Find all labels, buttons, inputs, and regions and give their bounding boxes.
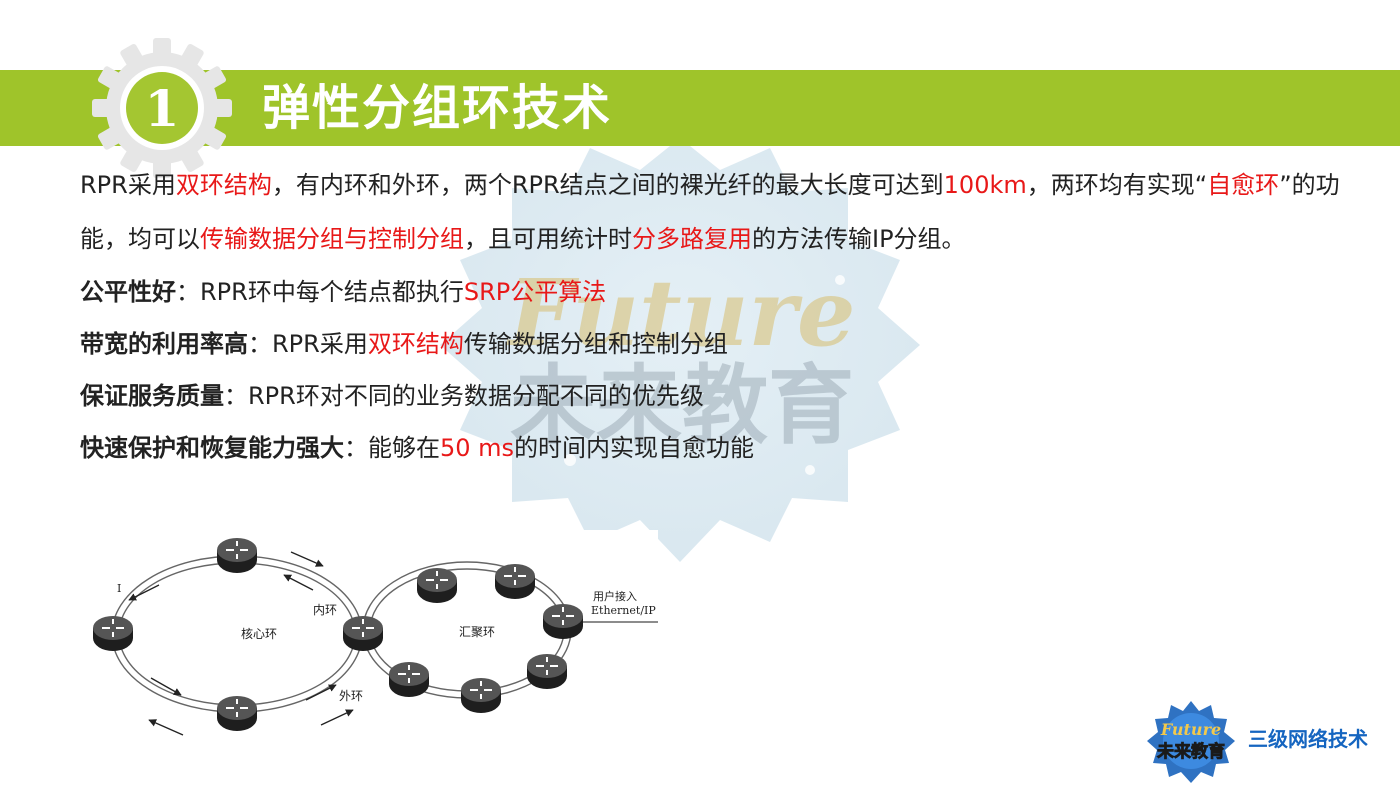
feature-text: RPR环对不同的业务数据分配不同的优先级 [248,382,704,410]
gear-icon: 1 [92,38,232,178]
core-ring-label: 核心环 [241,627,277,641]
arrow-icon [320,709,354,726]
feature-text-post: 传输数据分组和控制分组 [463,330,728,358]
feature-sep: ： [224,382,248,410]
router-icon [388,661,430,698]
watermark-line1: Future [506,259,856,367]
router-icon [526,653,568,690]
content-area: RPR采用双环结构，有内环和外环，两个RPR结点之间的裸光纤的最大长度可达到10… [80,158,1350,474]
feature-recovery: 快速保护和恢复能力强大：能够在50 ms的时间内实现自愈功能 [80,422,1350,474]
intro-text-6: 的方法传输IP分组。 [752,225,966,253]
feature-text-post: 的时间内实现自愈功能 [514,434,755,462]
core-ring-outer [111,555,363,713]
user-access-label: 用户接入 [593,589,637,603]
arrow-icon [283,574,314,591]
watermark-line2: 未来教育 [510,356,854,456]
brand-logo: Future 未来教育 [1145,697,1237,787]
arrow-icon [128,584,160,601]
intro-paragraph: RPR采用双环结构，有内环和外环，两个RPR结点之间的裸光纤的最大长度可达到10… [80,158,1350,266]
router-icon [416,567,458,604]
feature-term: 公平性好 [80,278,176,306]
intro-highlight-2: 100km [943,171,1027,199]
intro-highlight-3: 自愈环 [1207,171,1280,199]
intro-text-4: ”的功能，均可以 [80,171,1340,253]
outer-ring-label: 外环 [339,689,363,703]
arrow-icon [305,684,337,701]
page-title: 弹性分组环技术 [262,80,613,136]
router-icon [460,677,502,714]
router-icon [342,615,384,652]
arrow-icon [290,551,324,567]
agg-ring-label: 汇聚环 [459,625,495,639]
feature-sep: ： [248,330,272,358]
feature-highlight: 50 ms [440,434,515,462]
feature-text: RPR环中每个结点都执行 [200,278,464,306]
feature-term: 快速保护和恢复能力强大 [80,434,344,462]
intro-highlight-1: 双环结构 [175,171,272,199]
logo-line2: 未来教育 [1156,741,1225,762]
logo-line1: Future [1160,720,1221,739]
feature-text: 能够在 [368,434,440,462]
feature-qos: 保证服务质量：RPR环对不同的业务数据分配不同的优先级 [80,370,1350,422]
rpr-network-diagram: 核心环 汇聚环 内环 外环 用户接入 Ethernet/IP I [91,530,658,743]
title-bar [0,70,1400,146]
intro-text-1: RPR采用 [80,171,176,199]
core-ring-inner [118,562,356,706]
user-access-protocol: Ethernet/IP [591,604,656,617]
feature-bandwidth: 带宽的利用率高：RPR采用双环结构传输数据分组和控制分组 [80,318,1350,370]
inner-ring-label: 内环 [313,603,337,617]
arrow-icon [150,677,182,696]
intro-text-2: ，有内环和外环，两个RPR结点之间的裸光纤的最大长度可达到 [271,171,944,199]
feature-sep: ： [176,278,200,306]
course-name: 三级网络技术 [1248,727,1368,751]
feature-text: RPR采用 [272,330,368,358]
feature-highlight: SRP公平算法 [463,278,607,306]
diagram-marker: I [117,582,121,595]
section-number: 1 [145,79,180,138]
router-icon [542,603,584,640]
intro-highlight-5: 分多路复用 [632,225,752,253]
feature-sep: ： [344,434,368,462]
intro-text-3: ，两环均有实现“ [1026,171,1208,199]
arrow-icon [148,719,184,736]
feature-term: 保证服务质量 [80,382,224,410]
watermark-logo: Future 未来教育 [440,138,920,562]
router-icon [494,563,536,600]
feature-highlight: 双环结构 [367,330,464,358]
router-icon [216,537,258,574]
intro-highlight-4: 传输数据分组与控制分组 [200,225,464,253]
feature-term: 带宽的利用率高 [80,330,248,358]
intro-text-5: ，且可用统计时 [464,225,632,253]
feature-fairness: 公平性好：RPR环中每个结点都执行SRP公平算法 [80,266,1350,318]
router-icon [92,615,134,652]
router-icon [216,695,258,732]
